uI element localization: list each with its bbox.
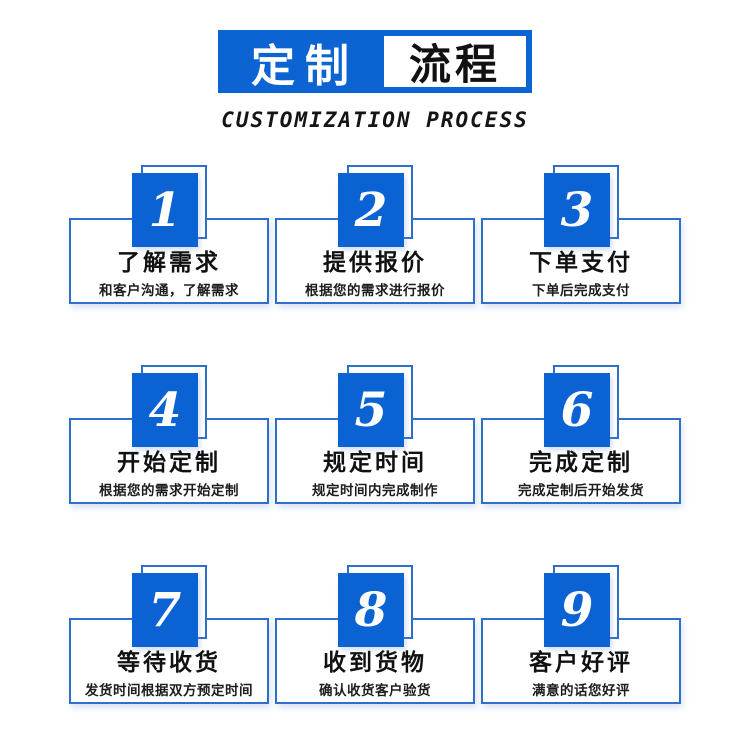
step-description: 发货时间根据双方预定时间	[85, 683, 253, 699]
step-title: 下单支付	[529, 249, 633, 275]
header-title-left: 定制	[251, 41, 359, 91]
step-number-block: 2	[338, 165, 413, 247]
step-description: 规定时间内完成制作	[312, 483, 438, 499]
step-cell-2: 提供报价 根据您的需求进行报价 2	[275, 165, 475, 304]
step-title: 收到货物	[323, 649, 427, 675]
step-number: 5	[338, 373, 404, 447]
step-card: 完成定制 完成定制后开始发货	[481, 418, 681, 504]
step-number-block: 3	[544, 165, 619, 247]
step-number-block: 9	[544, 565, 619, 647]
step-number-block: 1	[132, 165, 207, 247]
step-number-block: 7	[132, 565, 207, 647]
step-cell-4: 开始定制 根据您的需求开始定制 4	[69, 365, 269, 504]
step-title: 完成定制	[529, 449, 633, 475]
step-number-block: 5	[338, 365, 413, 447]
step-number: 9	[544, 573, 610, 647]
step-description: 根据您的需求开始定制	[99, 483, 239, 499]
step-card: 下单支付 下单后完成支付	[481, 218, 681, 304]
step-number: 4	[132, 373, 198, 447]
step-cell-8: 收到货物 确认收货客户验货 8	[275, 565, 475, 704]
step-title: 客户好评	[529, 649, 633, 675]
step-cell-1: 了解需求 和客户沟通，了解需求 1	[69, 165, 269, 304]
step-description: 满意的话您好评	[532, 683, 630, 699]
header-subtitle: CUSTOMIZATION PROCESS	[221, 108, 529, 132]
step-number: 1	[132, 173, 198, 247]
step-description: 根据您的需求进行报价	[305, 283, 445, 299]
step-number: 2	[338, 173, 404, 247]
step-title: 提供报价	[323, 249, 427, 275]
step-title: 开始定制	[117, 449, 221, 475]
step-number-block: 6	[544, 365, 619, 447]
step-cell-9: 客户好评 满意的话您好评 9	[481, 565, 681, 704]
step-description: 完成定制后开始发货	[518, 483, 644, 499]
header-banner: 定制 流程	[218, 30, 532, 93]
step-description: 和客户沟通，了解需求	[99, 283, 239, 299]
step-cell-3: 下单支付 下单后完成支付 3	[481, 165, 681, 304]
step-card: 客户好评 满意的话您好评	[481, 618, 681, 704]
step-description: 下单后完成支付	[532, 283, 630, 299]
step-number: 3	[544, 173, 610, 247]
header-title-right: 流程	[384, 36, 526, 88]
step-cell-7: 等待收货 发货时间根据双方预定时间 7	[69, 565, 269, 704]
step-number: 6	[544, 373, 610, 447]
step-number-block: 8	[338, 565, 413, 647]
step-cell-5: 规定时间 规定时间内完成制作 5	[275, 365, 475, 504]
steps-grid: 了解需求 和客户沟通，了解需求 1 提供报价 根据您的需求进行报价 2 下单支付…	[69, 165, 681, 704]
step-title: 规定时间	[323, 449, 427, 475]
step-number-block: 4	[132, 365, 207, 447]
step-title: 等待收货	[117, 649, 221, 675]
step-number: 8	[338, 573, 404, 647]
step-number: 7	[132, 573, 198, 647]
step-title: 了解需求	[117, 249, 221, 275]
step-description: 确认收货客户验货	[319, 683, 431, 699]
step-cell-6: 完成定制 完成定制后开始发货 6	[481, 365, 681, 504]
